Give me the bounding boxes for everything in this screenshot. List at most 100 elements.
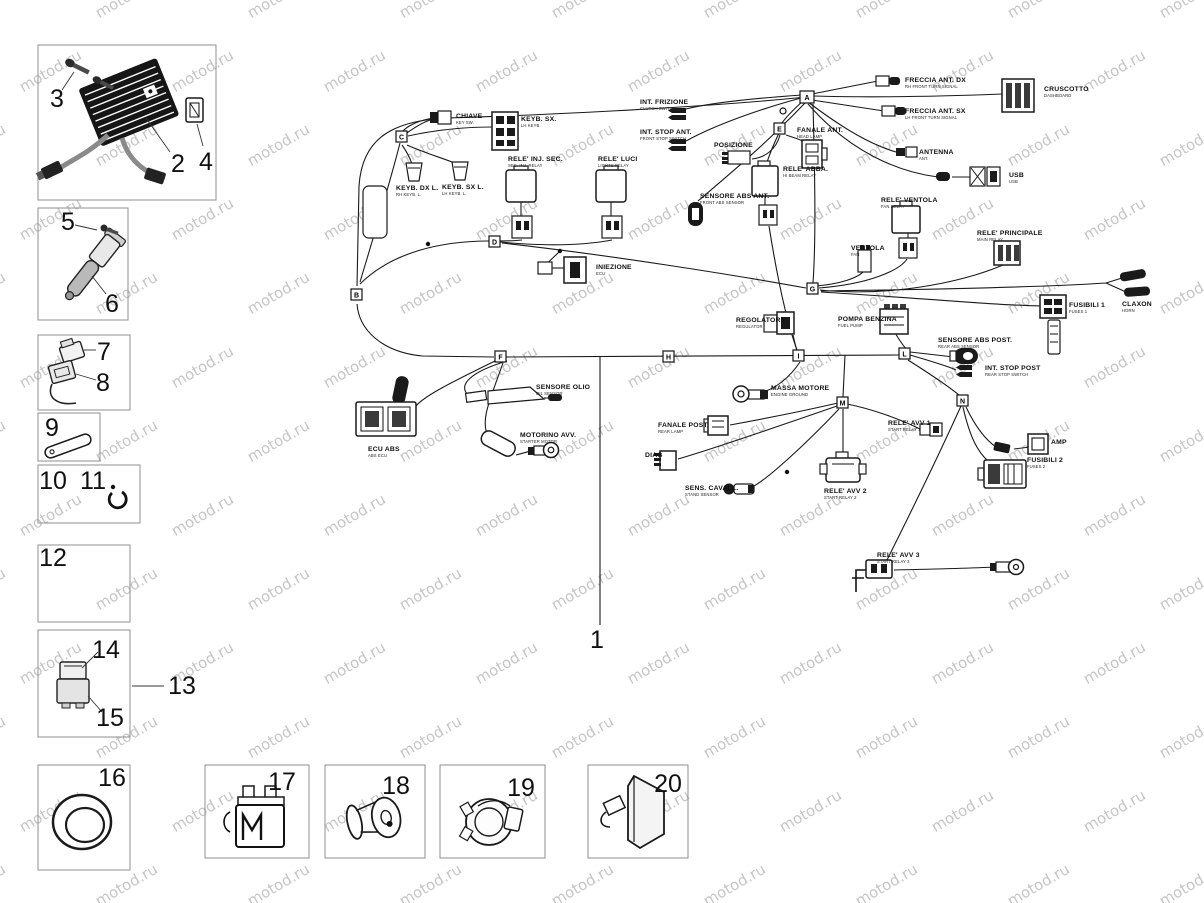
connector-rele-avv1 xyxy=(919,422,943,437)
node-i: I xyxy=(792,349,805,362)
callout-13: 13 xyxy=(168,672,196,700)
callout-6: 6 xyxy=(105,290,119,318)
label-text: AMP xyxy=(1051,439,1067,446)
label-motorino-avv: MOTORINO AVV.STARTER MOTOR xyxy=(520,432,576,444)
callout-11: 11 xyxy=(80,467,106,495)
junction-dot xyxy=(784,469,790,475)
label-text: MASSA MOTORE xyxy=(771,385,830,392)
label-sub: ENGINE GROUND xyxy=(771,392,808,397)
connector-chiave xyxy=(430,110,452,125)
node-c-letter: C xyxy=(399,135,404,142)
label-text: FUSIBILI 1 xyxy=(1069,302,1105,309)
part-box-coil: 5 6 xyxy=(37,207,129,321)
label-text: INIEZIONE xyxy=(596,264,632,271)
holder-wire xyxy=(49,383,77,405)
callout-2: 2 xyxy=(171,150,185,178)
label-sub: REAR ABS SENSOR xyxy=(938,344,979,349)
wire-tie-ring xyxy=(779,107,787,115)
callout-7: 7 xyxy=(97,338,111,366)
grommet-ring-inner xyxy=(64,806,106,844)
label-text: KEYB. DX L. xyxy=(396,185,438,192)
callout-12: 12 xyxy=(39,544,67,572)
terminal-battery-ring xyxy=(990,558,1025,576)
label-sub: FRONT ABS SENSOR xyxy=(700,200,744,205)
starter-cable xyxy=(480,430,560,459)
node-l-letter: L xyxy=(902,352,907,359)
regulator-connector xyxy=(35,160,63,181)
junction-dot xyxy=(425,241,431,247)
label-text: CRUSCOTTO xyxy=(1044,86,1089,93)
junction-dot xyxy=(557,248,563,254)
terminals-claxon xyxy=(1119,269,1151,297)
relay-ventola xyxy=(891,200,921,259)
label-sub: FUSES 1 xyxy=(1069,309,1088,314)
part-box-strap: 9 xyxy=(37,412,101,462)
part-box-regulator: 3 2 4 xyxy=(35,44,217,201)
label-text: FANALE POST. xyxy=(658,422,709,429)
harness-sleeve xyxy=(362,185,388,239)
node-e: E xyxy=(773,122,786,135)
label-sub: FAN RELAY xyxy=(881,204,905,209)
holder-illustration xyxy=(47,359,77,385)
label-sub: LH FRONT TURN SIGNAL xyxy=(905,115,958,120)
node-a-letter: A xyxy=(804,95,809,102)
sensor-olio xyxy=(464,386,562,405)
label-keyb-sx: KEYB. SX.LH KEYB. xyxy=(521,116,556,128)
label-text: FRECCIA ANT. SX xyxy=(905,108,966,115)
node-e-letter: E xyxy=(777,127,782,134)
label-text: RELE' AVV 2 xyxy=(824,488,867,495)
fusebox-1 xyxy=(1039,294,1067,355)
label-int-stop-ant: INT. STOP ANT.FRONT STOP SWITCH xyxy=(640,129,692,141)
label-text: DIAG xyxy=(645,452,663,459)
label-text: USB xyxy=(1009,172,1024,179)
connector-posizione xyxy=(722,150,751,165)
relay-principale xyxy=(993,240,1021,266)
relay-avv2 xyxy=(819,451,867,483)
callout-18: 18 xyxy=(382,772,410,800)
label-sub: HORN xyxy=(1122,308,1135,313)
label-text: RELE' PRINCIPALE xyxy=(977,230,1043,237)
node-b-letter: B xyxy=(354,293,359,300)
part-box-12: 12 xyxy=(37,544,131,623)
pins-int-stop-ant xyxy=(668,139,686,151)
clamp-illustration xyxy=(458,798,524,846)
part-box-fuse-holders: 7 8 xyxy=(37,334,131,411)
relay-inj-sec xyxy=(505,165,537,239)
ring-clip-dot xyxy=(110,484,116,490)
part-box-clamp: 19 xyxy=(439,764,546,859)
label-sub: HEAD LAMP xyxy=(797,134,822,139)
label-fanale-post: FANALE POST.REAR LAMP xyxy=(658,422,709,434)
callout-3: 3 xyxy=(50,85,64,113)
connector-ventola xyxy=(857,245,872,273)
strap-illustration xyxy=(44,433,92,459)
label-sub: ABS ECU xyxy=(368,453,387,458)
label-sub: LH KEYB. xyxy=(521,123,541,128)
callout-20: 20 xyxy=(654,770,682,798)
connector-cavalletto xyxy=(723,483,755,495)
label-sub: RH KEYB. L. xyxy=(396,192,421,197)
part-box-clip-ring: 10 11 xyxy=(37,464,141,524)
label-keyb-sx-l: KEYB. SX L.LH KEYB. L. xyxy=(442,184,484,196)
callout-5: 5 xyxy=(61,208,75,236)
node-h: H xyxy=(662,350,675,363)
connector-fanale-ant xyxy=(801,139,828,169)
label-text: RELE' AVV 1 xyxy=(888,420,931,427)
label-sub: USB xyxy=(1009,179,1018,184)
sensor-abs-ant xyxy=(688,202,703,226)
harness-trunk xyxy=(356,96,901,398)
node-b: B xyxy=(350,288,363,301)
callout-14: 14 xyxy=(92,636,120,664)
label-text: REGOLATORE xyxy=(736,317,786,324)
node-d-letter: D xyxy=(492,240,497,247)
label-text: SENSORE ABS ANT. xyxy=(700,193,769,200)
